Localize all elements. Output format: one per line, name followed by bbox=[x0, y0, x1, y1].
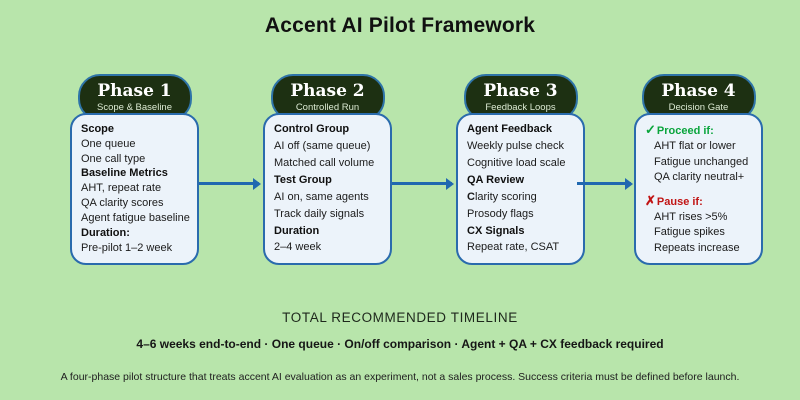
phase-column-2: Phase 2 Controlled Run Control Group AI o… bbox=[263, 74, 392, 265]
phase-row: Baseline Metrics bbox=[81, 167, 168, 180]
phase-row: ✓Proceed if: bbox=[645, 122, 714, 137]
phase-row: Matched call volume bbox=[274, 156, 375, 169]
phase-row: One queue bbox=[81, 137, 136, 150]
phase-2-body-card: Control Group AI off (same queue) Matched … bbox=[263, 113, 392, 265]
phase-row: QA clarity neutral+ bbox=[654, 170, 745, 183]
phase-row: Prosody flags bbox=[467, 207, 534, 220]
phase-row: Track daily signals bbox=[274, 207, 365, 220]
flow-arrow-1-icon bbox=[199, 177, 261, 190]
phase-row: QA clarity scores bbox=[81, 197, 164, 210]
phase-row: Repeat rate, CSAT bbox=[467, 241, 560, 254]
phase-row: Pre-pilot 1–2 week bbox=[81, 241, 173, 254]
phase-row: Weekly pulse check bbox=[467, 139, 565, 152]
phase-row: Fatigue spikes bbox=[654, 226, 725, 239]
phase-row: Agent fatigue baseline bbox=[81, 211, 190, 224]
phase-2-subtitle: Controlled Run bbox=[295, 102, 360, 113]
cross-icon: ✗ bbox=[645, 192, 656, 208]
phase-2-rows: Control Group AI off (same queue) Matched … bbox=[274, 123, 381, 255]
phase-row: AHT flat or lower bbox=[654, 140, 736, 153]
phase-row: CX Signals bbox=[467, 224, 525, 237]
phase-row: Test Group bbox=[274, 173, 332, 186]
page-title: Accent AI Pilot Framework bbox=[264, 14, 536, 37]
row-spacer bbox=[645, 186, 752, 192]
phase-row: Fatigue unchanged bbox=[654, 155, 749, 168]
phase-column-4: Phase 4 Decision Gate ✓Proceed if: AHT fl… bbox=[634, 74, 763, 265]
phase-row: Cognitive load scale bbox=[467, 156, 566, 169]
phase-1-subtitle: Scope & Baseline bbox=[97, 102, 172, 113]
phase-3-subtitle: Feedback Loops bbox=[485, 102, 556, 113]
timeline-summary: 4–6 weeks end-to-end · One queue · On/of… bbox=[136, 337, 664, 351]
phase-row: Control Group bbox=[274, 123, 350, 135]
phase-2-title: Phase 2 bbox=[290, 81, 365, 101]
phase-row: AHT rises >5% bbox=[654, 211, 728, 223]
phase-3-title: Phase 3 bbox=[483, 81, 558, 101]
phase-row: AHT, repeat rate bbox=[81, 182, 162, 195]
phase-4-title: Phase 4 bbox=[661, 81, 736, 101]
phase-row: Scope bbox=[81, 123, 115, 135]
phase-row: Duration bbox=[274, 224, 320, 237]
phase-row: Duration: bbox=[81, 226, 130, 239]
check-icon: ✓ bbox=[645, 122, 656, 137]
phase-row: One call type bbox=[81, 152, 146, 165]
flow-arrow-2-icon bbox=[392, 177, 454, 190]
phase-row: ✗Pause if: bbox=[645, 192, 703, 208]
timeline-heading: TOTAL RECOMMENDED TIMELINE bbox=[282, 310, 518, 325]
phase-row: 2–4 week bbox=[274, 241, 322, 254]
phase-row: Repeats increase bbox=[654, 241, 740, 254]
phase-row: AI on, same agents bbox=[274, 190, 369, 203]
phase-row: Agent Feedback bbox=[467, 123, 552, 135]
flow-arrow-3-icon bbox=[577, 177, 633, 190]
phase-1-title: Phase 1 bbox=[97, 81, 172, 101]
footer-note: A four-phase pilot structure that treats… bbox=[60, 371, 740, 383]
phase-row: Clarity scoring bbox=[467, 190, 537, 203]
phase-4-subtitle: Decision Gate bbox=[668, 102, 729, 113]
phase-row: AI off (same queue) bbox=[274, 139, 371, 152]
phase-row: QA Review bbox=[467, 173, 525, 186]
